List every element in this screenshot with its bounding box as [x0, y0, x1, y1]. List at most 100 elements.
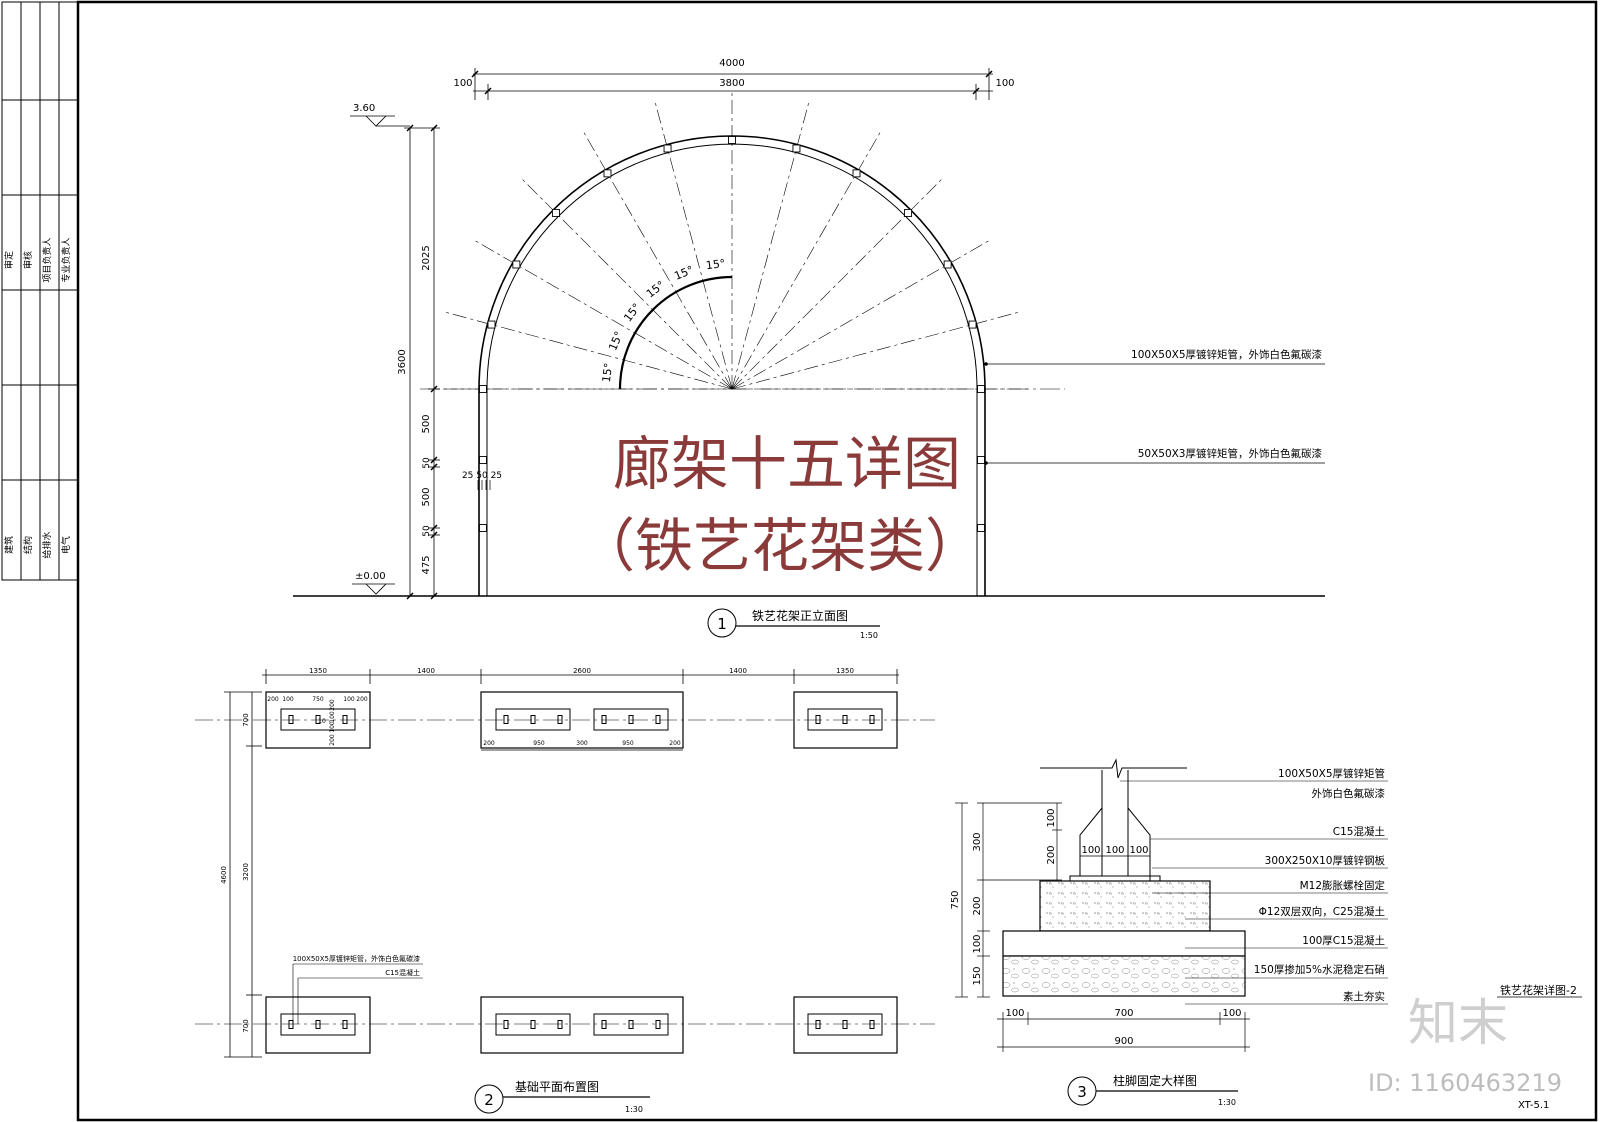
purlin-square	[968, 320, 977, 329]
post-mark	[628, 715, 634, 724]
dim-100-left: 100	[453, 78, 472, 89]
detail-label: Φ12双层双向，C25混凝土	[1259, 905, 1385, 918]
watermark-id: ID: 1160463219	[1368, 1069, 1562, 1097]
elevation-note-2: 50X50X3厚镀锌矩管，外饰白色氟碳漆	[1138, 447, 1323, 460]
title-block-row2-b: 结构	[22, 536, 34, 554]
gravel-layer	[1002, 955, 1246, 997]
foundation-plan: 1350 1400 2600 1400 1350 4600 3200 700 7…	[195, 667, 935, 1114]
post-mark	[869, 715, 875, 724]
radial-line	[731, 129, 883, 390]
dim-100-right: 100	[995, 78, 1014, 89]
post-mark	[815, 1020, 821, 1029]
angle-label: 15°	[644, 278, 667, 300]
footing	[480, 996, 684, 1054]
detail-label: 100厚C15混凝土	[1302, 934, 1385, 947]
footing-plate	[807, 708, 883, 731]
post-mark	[557, 1020, 563, 1029]
footing-plate	[593, 708, 669, 731]
title-block-row1-d: 专业负责人	[60, 237, 72, 282]
detail-h-100-a: 100	[1081, 845, 1100, 856]
angle-label: 15°	[606, 329, 625, 352]
post-mark	[815, 715, 821, 724]
detail-label: M12膨胀螺栓固定	[1300, 879, 1386, 892]
plan-detail-750: 750	[312, 696, 324, 703]
post-mark	[601, 1020, 607, 1029]
purlin-square	[479, 456, 487, 464]
c15-haunch	[1079, 807, 1151, 878]
plan-scale: 1:30	[625, 1105, 643, 1114]
plan-detail-200-a: 200	[267, 696, 279, 703]
concrete-footing	[1039, 880, 1211, 932]
footing-plate	[495, 708, 571, 731]
purlin-square	[977, 385, 985, 393]
post-mark	[315, 1020, 321, 1029]
plan-detail-v-100-b: 100	[329, 721, 336, 733]
plan-detail-v-200-b: 200	[329, 734, 336, 746]
plan-dim-700-a: 700	[242, 713, 250, 726]
dim-500-a: 500	[421, 414, 432, 433]
purlin-square	[551, 208, 560, 217]
detail-dim-150: 150	[972, 966, 983, 985]
dim-475: 475	[421, 555, 432, 574]
dim-50-b: 50	[422, 525, 432, 537]
title-block-row1-a: 审定	[3, 251, 15, 269]
plan-left-dims	[224, 691, 262, 1058]
c15-bed	[1002, 930, 1246, 957]
post-mark	[503, 1020, 509, 1029]
elevation-number-circle	[707, 608, 737, 638]
leader-dot-2	[984, 461, 988, 465]
elevation-number: 1	[717, 615, 727, 633]
detail-caption: 柱脚固定大样图	[1113, 1073, 1197, 1088]
radial-line	[519, 176, 733, 390]
purlin-square	[512, 260, 521, 269]
detail-bottom-dims	[997, 1012, 1250, 1052]
plan-mid-950-b: 950	[622, 740, 634, 747]
post-mark	[557, 715, 563, 724]
post-mark	[842, 715, 848, 724]
title-block-row1-c: 项目负责人	[41, 237, 53, 282]
footings	[265, 691, 898, 1054]
drawing-title-line1: 廊架十五详图	[613, 430, 961, 498]
plan-dim-1350-b: 1350	[836, 667, 854, 675]
detail-leaders	[1120, 780, 1388, 1005]
footing	[793, 996, 898, 1054]
detail-label: C15混凝土	[1333, 825, 1385, 838]
purlin-square	[487, 320, 496, 329]
detail-bottom-700: 700	[1114, 1008, 1133, 1019]
radial-line	[731, 99, 810, 390]
dim-2025: 2025	[421, 245, 432, 270]
plan-caption: 基础平面布置图	[515, 1080, 599, 1094]
footing	[480, 691, 684, 749]
post-mark	[530, 1020, 536, 1029]
drawing-title-line2: （铁艺花架类）	[577, 512, 983, 580]
purlin-square	[852, 169, 861, 178]
footing-plate	[593, 1013, 669, 1036]
post-mark	[655, 715, 661, 724]
detail-label: 素土夯实	[1343, 990, 1385, 1003]
elevation-view: 15°15°15°15°15°15° 4000 3800 100 100	[293, 58, 1325, 640]
plan-detail-100-a: 100	[282, 696, 294, 703]
left-dimension	[404, 124, 440, 600]
detail-number: 3	[1077, 1083, 1087, 1101]
purlin-square	[663, 144, 672, 153]
elevation-scale: 1:50	[860, 631, 878, 640]
purlin-square	[977, 456, 985, 464]
radial-line	[442, 311, 733, 390]
elevation-caption: 铁艺花架正立面图	[752, 608, 848, 623]
detail-label: 外饰白色氟碳漆	[1312, 787, 1386, 800]
plan-mid-950-a: 950	[533, 740, 545, 747]
footing-plate	[280, 708, 356, 731]
small-dims	[477, 480, 491, 490]
radial-line	[654, 99, 733, 390]
post-mark	[601, 715, 607, 724]
plan-dim-3200: 3200	[242, 863, 250, 881]
purlin-square	[943, 260, 952, 269]
detail-bottom-900: 900	[1114, 1036, 1133, 1047]
dim-3800: 3800	[719, 78, 744, 89]
plan-note-2: C15混凝土	[385, 968, 420, 977]
column-base-detail: 100 300 200 750 200 100 150 100 100 100 …	[950, 758, 1388, 1107]
post-mark	[342, 1020, 348, 1029]
plan-note-1: 100X50X5厚镀锌矩管，外饰白色氟碳漆	[293, 954, 420, 963]
